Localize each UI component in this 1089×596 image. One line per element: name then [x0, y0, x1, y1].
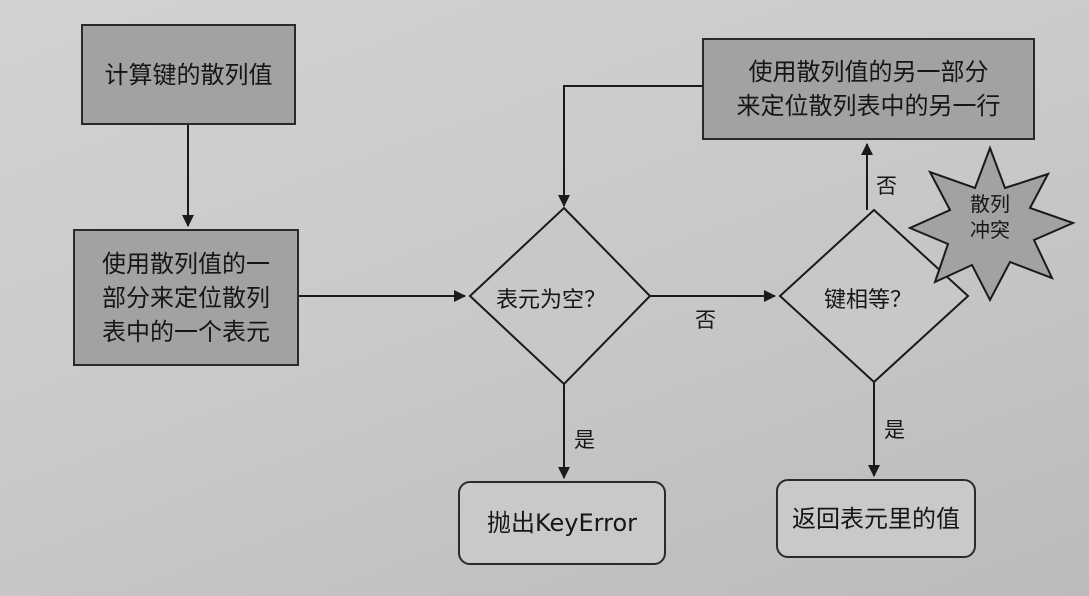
locate-bucket-box: 使用散列值的一 部分来定位散列 表中的一个表元	[73, 229, 299, 366]
raise-keyerror-box: 抛出KeyError	[458, 481, 666, 565]
locate-bucket-label: 使用散列值的一 部分来定位散列 表中的一个表元	[102, 249, 270, 346]
locate-other-bucket-label: 使用散列值的另一部分 来定位散列表中的另一行	[736, 58, 1001, 120]
edge-label-empty-no: 否	[695, 308, 716, 332]
compute-hash-label: 计算键的散列值	[104, 60, 273, 89]
hash-collision-label: 散列 冲突	[970, 192, 1010, 242]
compute-hash-box: 计算键的散列值	[81, 24, 296, 125]
hash-collision-burst	[907, 145, 1076, 303]
arrow-loop-back	[558, 85, 702, 207]
return-value-label: 返回表元里的值	[792, 504, 960, 533]
edge-label-empty-yes: 是	[574, 428, 595, 452]
decision-keys-equal	[778, 208, 970, 384]
return-value-box: 返回表元里的值	[776, 479, 976, 558]
raise-keyerror-label: 抛出KeyError	[486, 509, 637, 537]
edge-label-equal-no: 否	[876, 174, 897, 198]
bucket-empty-label: 表元为空？	[496, 288, 607, 313]
locate-other-bucket-box: 使用散列值的另一部分 来定位散列表中的另一行	[702, 38, 1035, 140]
keys-equal-label: 键相等？	[824, 288, 913, 313]
edge-label-equal-yes: 是	[884, 418, 905, 442]
decision-bucket-empty	[468, 206, 652, 386]
